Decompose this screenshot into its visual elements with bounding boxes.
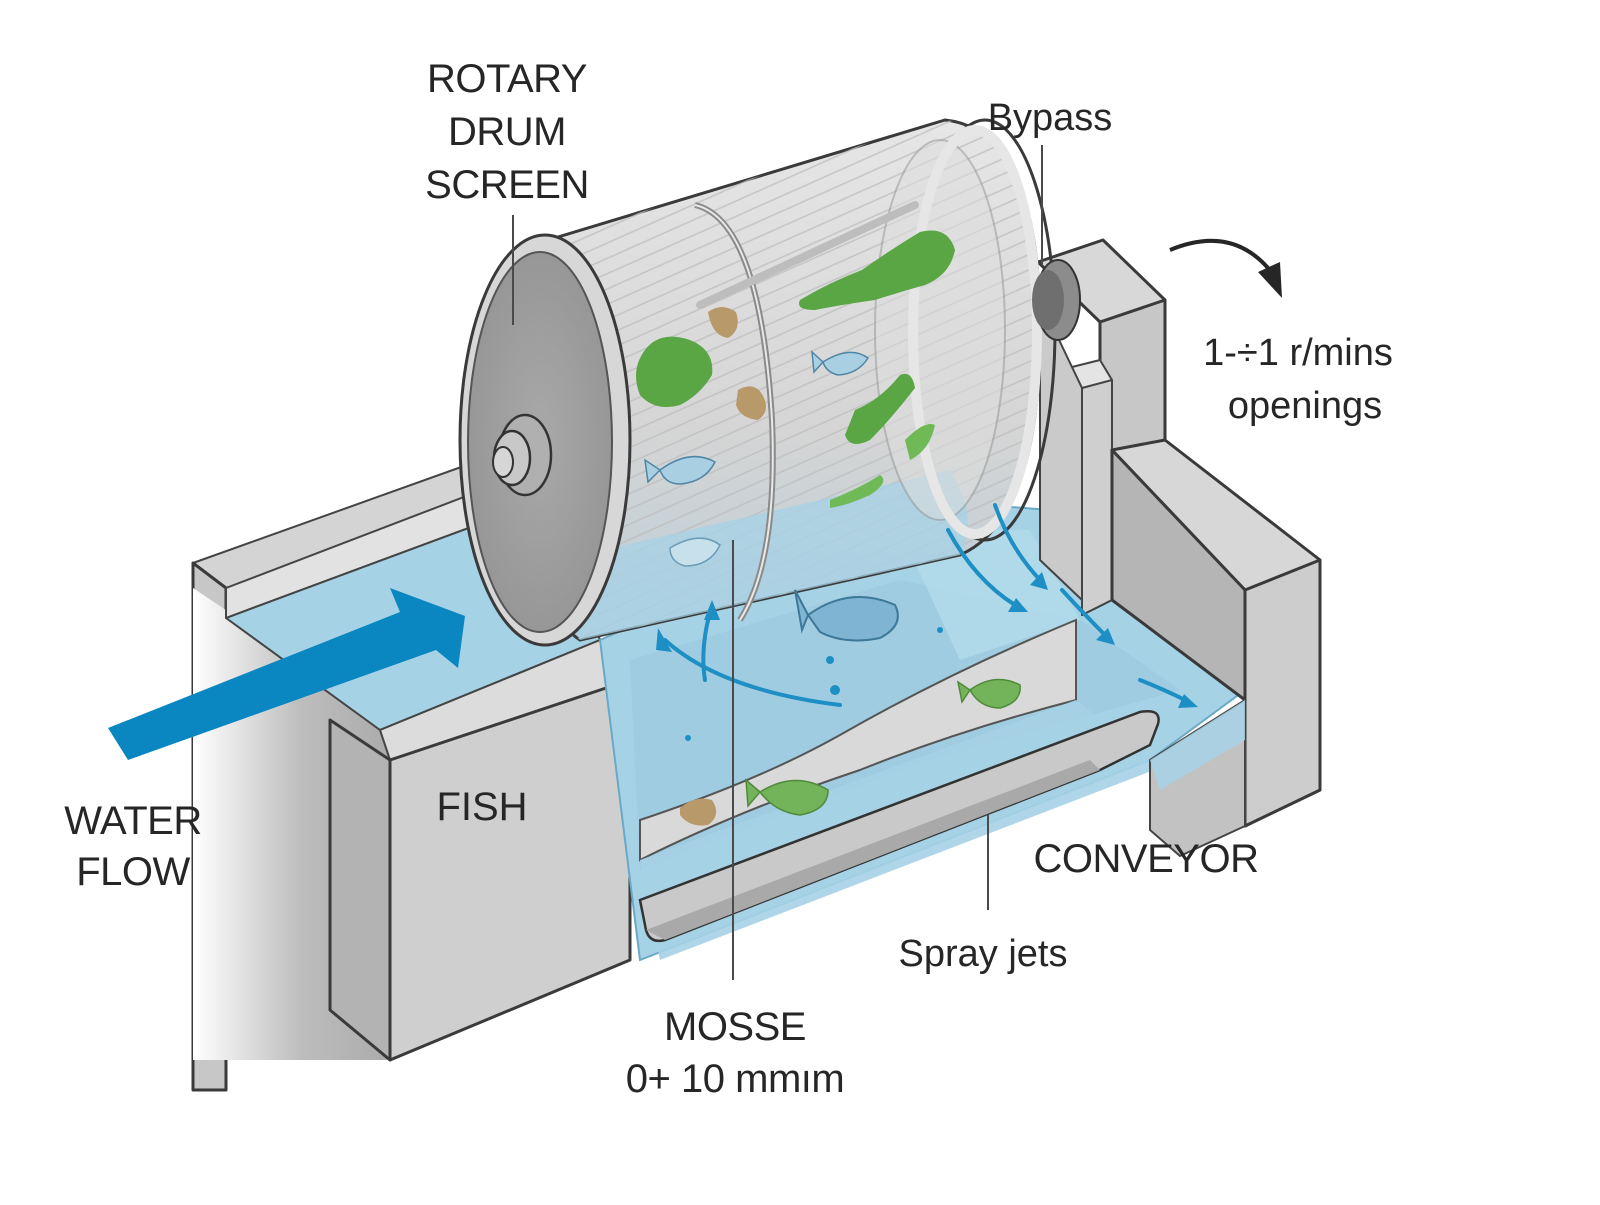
rotary-drum <box>458 118 1081 647</box>
label-line: FLOW <box>76 850 190 894</box>
label-line: ROTARY <box>427 57 587 101</box>
flow-arrows <box>656 503 1198 708</box>
outlet-structure <box>1036 238 1322 857</box>
curved-arrow-icon <box>1169 238 1270 270</box>
label-line: MOSSE <box>664 1005 806 1049</box>
fish-in-drum <box>644 350 870 567</box>
label-line: 0+ 10 mmım <box>626 1057 844 1101</box>
label-line: openings <box>1228 385 1382 427</box>
label-water-flow: WATER FLOW <box>64 799 202 894</box>
label-rotation-speed: 1-÷1 r/mins openings <box>1203 332 1393 427</box>
label-rotary-drum-screen: ROTARY DRUM SCREEN <box>425 57 589 207</box>
label-fish: FISH <box>436 785 527 829</box>
label-bypass: Bypass <box>988 97 1113 139</box>
label-line: SCREEN <box>425 163 589 207</box>
screen-channel <box>598 498 1247 962</box>
arrow-right-icon <box>108 588 465 760</box>
label-conveyor: CONVEYOR <box>1034 837 1259 881</box>
label-line: WATER <box>64 799 201 843</box>
label-spray-jets: Spray jets <box>899 933 1068 975</box>
label-mosse: MOSSE 0+ 10 mmım <box>626 1005 845 1101</box>
algae-debris <box>636 230 955 508</box>
rotation-arrow <box>1169 238 1282 298</box>
label-line: DRUM <box>448 110 566 154</box>
label-line: 1-÷1 r/mins <box>1203 332 1393 374</box>
water-flow-arrow <box>108 588 465 760</box>
fish-in-channel <box>680 589 1021 826</box>
drum-hub <box>492 413 553 497</box>
drive-motor <box>1032 259 1081 341</box>
